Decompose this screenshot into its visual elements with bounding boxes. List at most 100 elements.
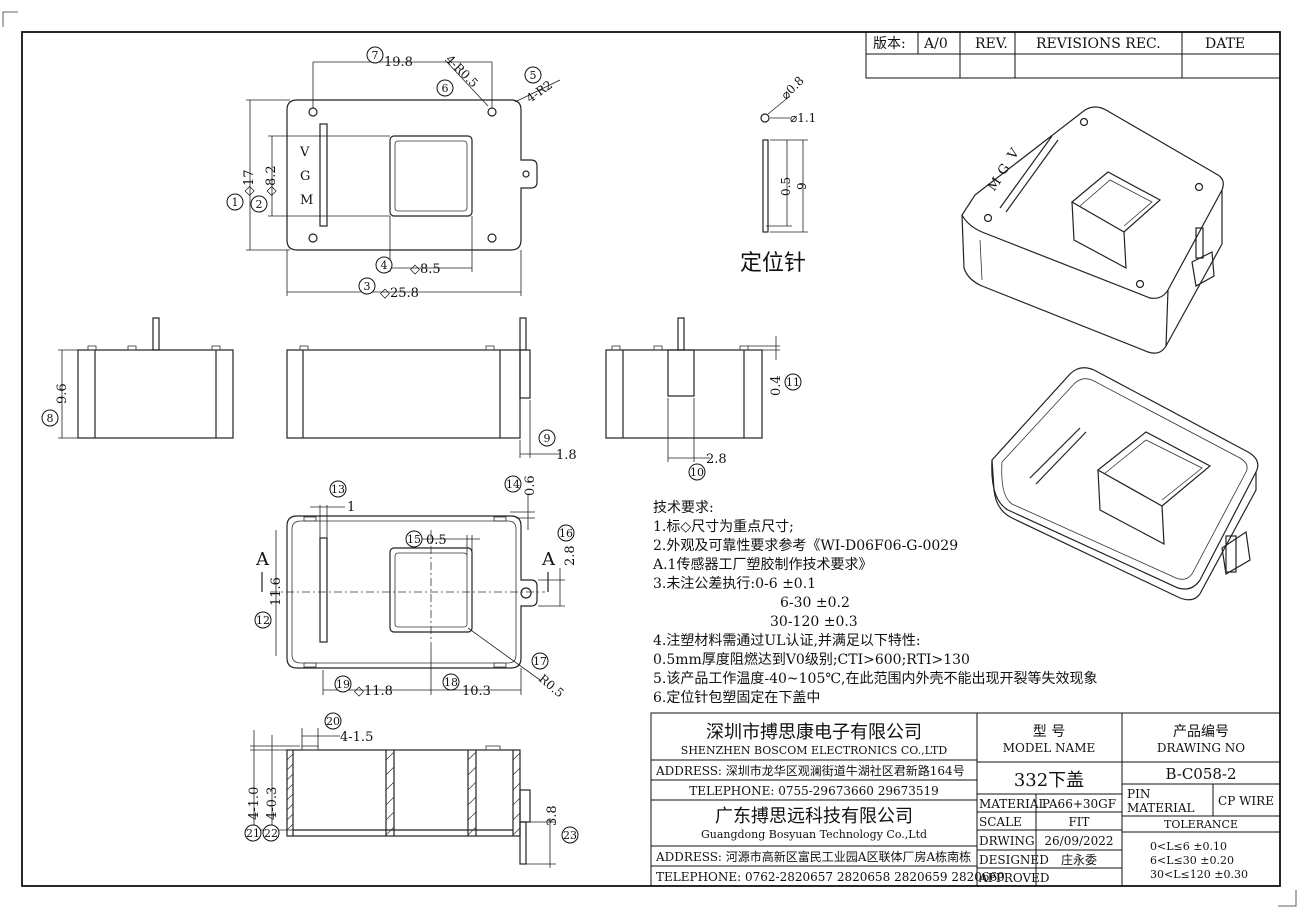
- tolerance-row-2: 6<L≤30 ±0.20: [1150, 854, 1234, 867]
- side-view-2: 1.8: [286, 317, 577, 463]
- dim-7: 19.8: [384, 55, 413, 70]
- note-title: 技术要求:: [653, 500, 714, 516]
- pin-material-value: CP WIRE: [1218, 794, 1274, 808]
- address1: ADDRESS: 深圳市龙华区观澜街道牛湖社区君新路164号: [655, 763, 965, 778]
- date-label: DATE: [1205, 36, 1245, 52]
- tolerance-row-3: 30<L≤120 ±0.30: [1150, 868, 1248, 881]
- dim-23: 3.8: [545, 805, 560, 826]
- drwing-label: DRWING: [979, 834, 1035, 848]
- balloon-2: 2: [256, 198, 263, 211]
- note-4: 4.注塑材料需通过UL认证,并满足以下特性:: [653, 633, 921, 649]
- balloon-19: 19: [336, 678, 350, 691]
- balloon-10: 10: [690, 466, 704, 479]
- title-block: 深圳市搏思康电子有限公司 SHENZHEN BOSCOM ELECTRONICS…: [650, 712, 1281, 887]
- dim-20: 4-1.5: [340, 730, 373, 745]
- section-view: 4-1.5 4-1.0 4-0.3 3.8: [247, 728, 560, 868]
- balloon-18: 18: [444, 676, 458, 689]
- dim-8: 9.6: [55, 383, 70, 404]
- mark-m: M: [300, 193, 313, 208]
- note-1: 1.标◇尺寸为重点尺寸;: [653, 519, 794, 535]
- material-label: MATERIAL: [979, 797, 1047, 811]
- sheet-border: [2, 11, 1297, 907]
- balloon-14: 14: [506, 478, 520, 491]
- drawing-cn: 产品编号: [1173, 724, 1229, 740]
- dim-16: 2.8: [563, 545, 578, 566]
- balloon-22: 22: [264, 827, 278, 840]
- balloon-23: 23: [563, 829, 577, 842]
- designed-value: 庄永委: [1061, 852, 1097, 867]
- balloon-20: 20: [326, 715, 340, 728]
- balloon-11: 11: [786, 376, 800, 389]
- dim-12: 11.6: [269, 577, 284, 606]
- pin-dia-2: ⌀1.1: [790, 111, 816, 125]
- balloon-15: 15: [407, 533, 421, 546]
- note-2b: A.1传感器工厂塑胶制作技术要求》: [652, 556, 872, 573]
- note-3b: 6-30 ±0.2: [780, 595, 850, 611]
- dim-18: 10.3: [462, 684, 491, 699]
- telephone1: TELEPHONE: 0755-29673660 29673519: [689, 784, 939, 798]
- designed-label: DESIGNED: [979, 853, 1049, 867]
- dim-9: 1.8: [556, 448, 577, 463]
- balloon-21: 21: [246, 827, 260, 840]
- pin-dia-1: ⌀0.8: [778, 74, 807, 103]
- version-label: 版本:: [873, 36, 906, 52]
- model-en: MODEL NAME: [1003, 741, 1096, 755]
- dim-14: 0.6: [523, 475, 538, 496]
- top-view: V G M 19.8 4-R0.5 4-R2 ◇17 ◇8.2 ◇8.5 ◇25…: [242, 52, 561, 301]
- dim-4: ◇8.5: [410, 262, 441, 277]
- balloon-1: 1: [232, 196, 239, 209]
- dim-2: ◇8.2: [264, 165, 279, 196]
- tolerance-label: TOLERANCE: [1164, 818, 1238, 831]
- dim-10: 2.8: [706, 452, 727, 467]
- tolerance-row-1: 0<L≤6 ±0.10: [1150, 840, 1227, 853]
- balloon-4: 4: [381, 259, 388, 272]
- drwing-value: 26/09/2022: [1044, 834, 1113, 848]
- dim-15: 0.5: [426, 533, 447, 548]
- balloon-16: 16: [559, 527, 573, 540]
- pin-material-label-1: PIN: [1127, 787, 1150, 801]
- section-a-right: A: [541, 549, 556, 570]
- balloon-5: 5: [530, 69, 537, 82]
- dim-17: R0.5: [536, 672, 567, 701]
- company2-en: Guangdong Bosyuan Technology Co.,Ltd: [701, 828, 927, 841]
- revision-block: 版本: A/0 REV. REVISIONS REC. DATE: [865, 31, 1281, 79]
- pin-detail: ⌀0.8 ⌀1.1 0.5 9 定位针: [740, 74, 816, 276]
- material-value: PA66+30GF: [1042, 797, 1116, 811]
- mark-g: G: [300, 169, 310, 184]
- company2-cn: 广东搏思远科技有限公司: [715, 806, 913, 827]
- note-4b: 0.5mm厚度阻燃达到V0级别;CTI>600;RTI>130: [653, 651, 970, 668]
- svg-text:G: G: [995, 161, 1013, 178]
- pin-len-2: 9: [795, 182, 809, 190]
- side-view-1: 9.6: [55, 317, 234, 439]
- model-value: 332下盖: [1014, 770, 1084, 791]
- dim-13: 1: [347, 500, 355, 515]
- pin-material-label-2: MATERIAL: [1127, 801, 1195, 815]
- balloons: 7 6 5 1 2 4 3 8 9 10 11 12 13 14 15 16 1…: [41, 46, 802, 844]
- revisions-label: REVISIONS REC.: [1036, 36, 1161, 52]
- pin-title: 定位针: [740, 251, 806, 276]
- section-a-left: A: [255, 549, 270, 570]
- balloon-9: 9: [544, 432, 551, 445]
- balloon-8: 8: [47, 412, 54, 425]
- isometric-bottom: [991, 367, 1259, 601]
- drawing-en: DRAWING NO: [1157, 741, 1245, 755]
- balloon-6: 6: [442, 82, 449, 95]
- drawing-value: B-C058-2: [1165, 765, 1236, 783]
- dim-21: 4-1.0: [247, 787, 262, 820]
- note-5: 5.该产品工作温度-40~105℃,在此范围内外壳不能出现开裂等失效现象: [653, 670, 1097, 687]
- scale-label: SCALE: [979, 815, 1022, 829]
- note-6: 6.定位针包塑固定在下盖中: [653, 690, 820, 706]
- bottom-view: A A 11.6 1 0.6 0.5 2.8 R0.5 ◇11.8: [255, 475, 578, 700]
- dim-1: ◇17: [242, 169, 257, 196]
- balloon-12: 12: [256, 614, 270, 627]
- side-view-3: 2.8 0.4: [605, 317, 784, 467]
- isometric-top: V G M: [961, 106, 1224, 354]
- balloon-7: 7: [372, 49, 379, 62]
- technical-notes: 技术要求: 1.标◇尺寸为重点尺寸; 2.外观及可靠性要求参考《WI-D06F0…: [652, 500, 1097, 706]
- address2: ADDRESS: 河源市高新区富民工业园A区联体厂房A栋南栋: [655, 849, 971, 864]
- telephone2: TELEPHONE: 0762-2820657 2820658 2820659 …: [656, 870, 1005, 884]
- balloon-3: 3: [364, 280, 371, 293]
- model-cn: 型 号: [1033, 724, 1065, 740]
